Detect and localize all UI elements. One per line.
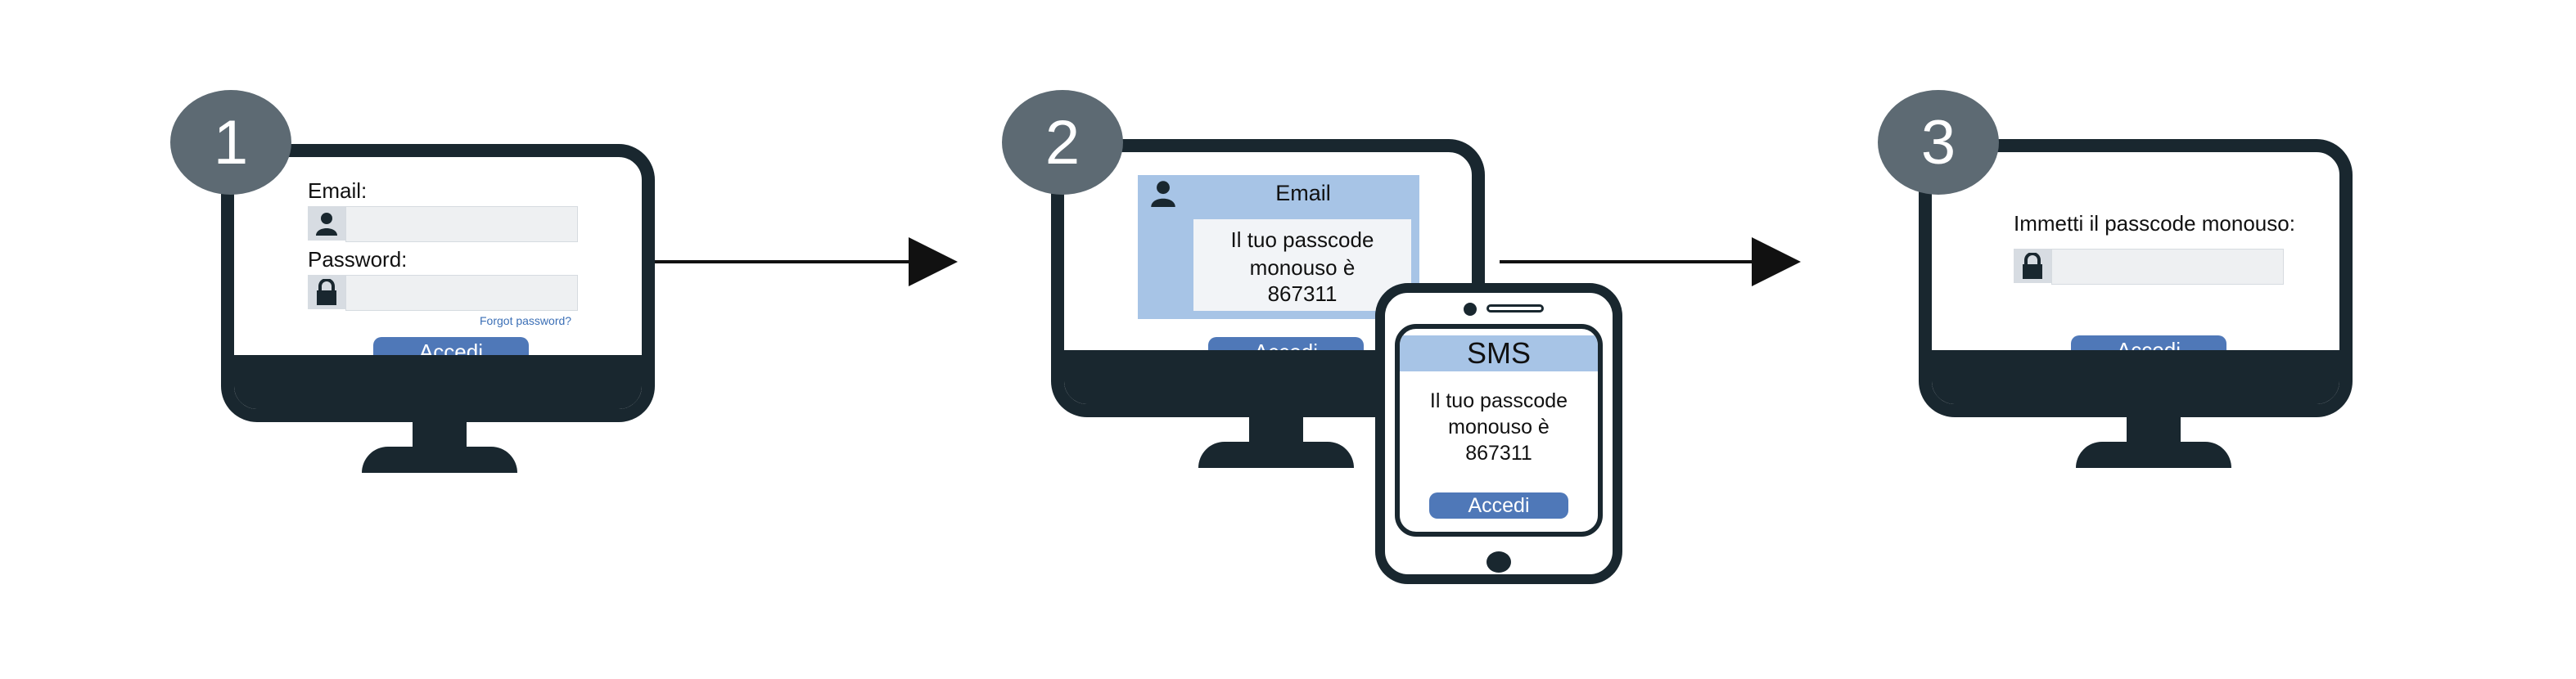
monitor-stand-foot <box>2076 442 2231 468</box>
phone-camera <box>1464 303 1477 316</box>
sms-message-line-1: Il tuo passcode <box>1429 389 1568 412</box>
monitor-step-1: Email: Password: Forgot password? Accedi <box>221 144 655 422</box>
monitor-bezel <box>234 355 642 409</box>
email-message-line-1: Il tuo passcode <box>1230 227 1374 252</box>
email-header: Email <box>1187 175 1419 211</box>
step-badge-2: 2 <box>1002 90 1123 195</box>
smartphone: SMS Il tuo passcode monouso è 867311 Acc… <box>1375 283 1622 584</box>
monitor-stand-neck <box>413 422 467 448</box>
monitor-step-3: Immetti il passcode monouso: Accedi <box>1919 139 2353 417</box>
arrow-line-2 <box>1500 260 1762 263</box>
user-icon <box>1149 178 1177 212</box>
sms-header: SMS <box>1400 335 1598 371</box>
email-message: Il tuo passcode monouso è 867311 <box>1190 216 1414 314</box>
email-message-line-2: monouso è <box>1249 255 1356 280</box>
lock-icon <box>2014 249 2051 283</box>
arrow-right-icon <box>1752 237 1801 286</box>
passcode-prompt: Immetti il passcode monouso: <box>2014 211 2295 236</box>
email-panel: Email Il tuo passcode monouso è 867311 <box>1138 175 1419 319</box>
home-button-icon[interactable] <box>1487 551 1511 573</box>
phone-speaker <box>1487 304 1544 313</box>
passcode-field[interactable] <box>2051 249 2284 285</box>
step-badge-1: 1 <box>170 90 291 195</box>
monitor-stand-foot <box>362 447 517 473</box>
lock-icon <box>308 275 345 309</box>
arrow-right-icon <box>909 237 958 286</box>
user-icon <box>308 206 345 241</box>
monitor-bezel <box>1932 350 2339 404</box>
sms-passcode: 867311 <box>1465 442 1532 465</box>
email-passcode: 867311 <box>1267 281 1338 306</box>
monitor-stand-neck <box>2127 417 2181 443</box>
sms-message-line-2: monouso è <box>1448 416 1550 438</box>
phone-screen: SMS Il tuo passcode monouso è 867311 Acc… <box>1395 324 1603 537</box>
step-badge-3: 3 <box>1878 90 1999 195</box>
monitor-stand-foot <box>1198 442 1354 468</box>
accedi-button-phone[interactable]: Accedi <box>1429 492 1568 519</box>
email-label: Email: <box>308 178 368 203</box>
password-label: Password: <box>308 247 408 272</box>
password-field[interactable] <box>345 275 578 311</box>
monitor-stand-neck <box>1249 417 1303 443</box>
forgot-password-link[interactable]: Forgot password? <box>480 314 572 327</box>
email-field[interactable] <box>345 206 578 242</box>
arrow-line-1 <box>655 260 917 263</box>
